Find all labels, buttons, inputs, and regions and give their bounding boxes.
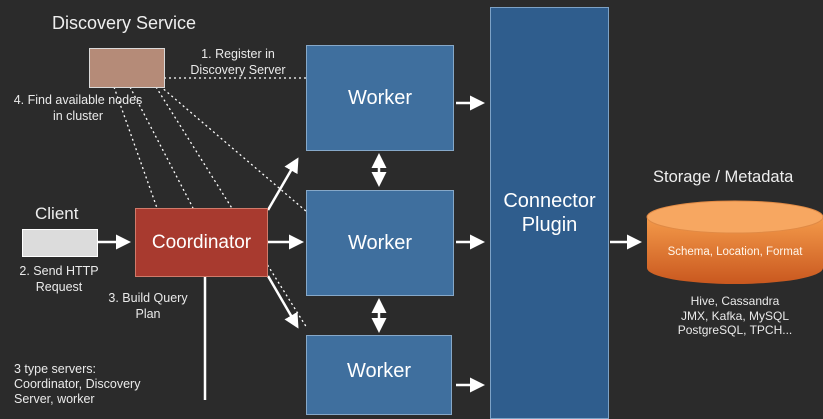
client-title: Client xyxy=(35,204,79,223)
storage-cylinder-label: Schema, Location, Format xyxy=(667,246,803,258)
client-box[interactable] xyxy=(22,229,98,257)
find-nodes-step-label: 4. Find available nodes in cluster xyxy=(13,93,143,123)
connector-plugin-box[interactable]: Connector Plugin xyxy=(490,7,609,419)
discovery-worker2-dotted-line xyxy=(159,85,308,213)
connector-plugin-label-line1: Connector xyxy=(503,190,596,212)
discovery-service-title: Discovery Service xyxy=(52,13,197,33)
worker-box-1[interactable]: Worker xyxy=(306,45,454,151)
discovery-service-box[interactable] xyxy=(89,48,165,88)
connection-lines xyxy=(98,77,823,400)
storage-cylinder xyxy=(646,200,823,284)
connector-plugin-label-line2: Plugin xyxy=(521,214,578,236)
send-http-step-label: 2. Send HTTP Request xyxy=(19,264,99,294)
discovery-coordinator-dotted-line-a xyxy=(113,86,158,209)
build-plan-step-label: 3. Build Query Plan xyxy=(108,291,188,321)
coordinator-worker1-arrow xyxy=(266,157,299,211)
worker-box-3[interactable]: Worker xyxy=(306,335,452,415)
worker-box-2[interactable]: Worker xyxy=(306,190,454,296)
coordinator-box[interactable]: Coordinator xyxy=(135,208,268,277)
discovery-worker3-dotted-line xyxy=(155,86,308,329)
storage-title: Storage / Metadata xyxy=(653,168,794,186)
storage-sources: Hive, Cassandra JMX, Kafka, MySQL Postgr… xyxy=(677,294,793,337)
server-types-note: 3 type servers: Coordinator, Discovery S… xyxy=(14,362,141,406)
coordinator-worker3-arrow xyxy=(266,275,299,329)
register-step-label: 1. Register in Discovery Server xyxy=(190,47,286,77)
